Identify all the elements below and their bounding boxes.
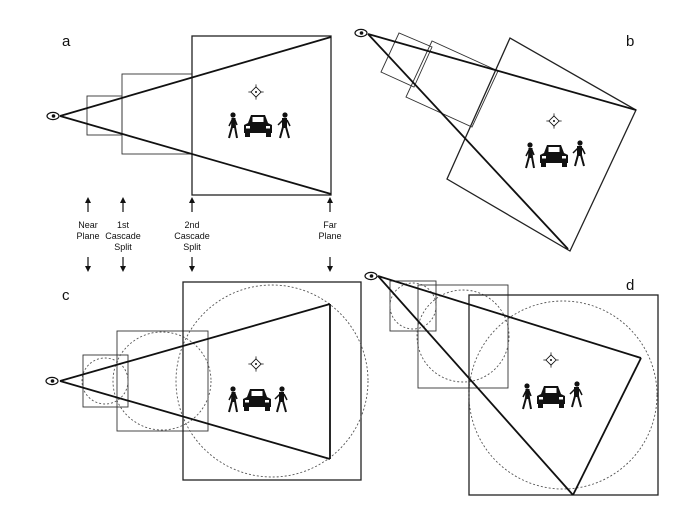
cascade-split-2-label: 2nd Cascade Split — [174, 196, 210, 273]
bounding-sphere-2 — [112, 331, 212, 431]
far-plane-label: Far Plane — [318, 196, 342, 273]
compass-icon — [247, 355, 265, 373]
panel-label-d: d — [626, 277, 634, 294]
svg-text:Split: Split — [114, 242, 132, 252]
person-icon — [274, 385, 288, 413]
near-plane-label: Near Plane — [76, 196, 100, 273]
frustum-top-edge — [377, 275, 642, 359]
cascade-box-3 — [191, 35, 332, 196]
bounding-sphere-3 — [175, 284, 369, 478]
compass-icon — [545, 112, 563, 130]
bounding-sphere-2 — [416, 289, 510, 383]
far-plane-edge — [572, 357, 642, 496]
cascade-box-2 — [121, 73, 193, 155]
panel-label-b: b — [626, 33, 634, 50]
svg-text:Far: Far — [323, 220, 337, 230]
frustum-top-edge — [59, 303, 331, 382]
eye-icon — [364, 271, 378, 281]
svg-text:Cascade: Cascade — [174, 231, 210, 241]
cascade-box-2 — [417, 284, 509, 389]
cascade-box-2 — [405, 40, 499, 128]
person-icon — [525, 141, 535, 169]
car-icon — [537, 386, 565, 408]
cascade-box-1 — [389, 280, 437, 332]
panel-label-c: c — [62, 287, 70, 304]
svg-text:Split: Split — [183, 242, 201, 252]
frustum-top-edge — [59, 36, 332, 117]
svg-text:1st: 1st — [117, 220, 130, 230]
panel-b: b — [354, 28, 637, 252]
panel-d: d — [364, 271, 659, 496]
person-icon — [522, 382, 532, 410]
eye-icon — [45, 376, 59, 386]
cascade-box-1 — [380, 32, 433, 88]
person-icon — [228, 385, 238, 413]
cascade-split-1-label: 1st Cascade Split — [105, 196, 141, 273]
cascade-box-2 — [116, 330, 209, 432]
car-icon — [243, 389, 271, 411]
frustum-bottom-edge — [59, 380, 331, 460]
bounding-sphere-3 — [468, 300, 658, 490]
frustum-bottom-edge — [377, 275, 574, 496]
frustum-top-edge — [367, 33, 637, 111]
panel-label-a: a — [62, 33, 71, 50]
eye-icon — [46, 111, 60, 121]
bounding-sphere-1 — [389, 282, 437, 330]
eye-icon — [354, 28, 368, 38]
frustum-bottom-edge — [367, 33, 569, 250]
panel-c: c — [45, 281, 369, 481]
panel-a: a — [46, 33, 332, 196]
svg-text:Cascade: Cascade — [105, 231, 141, 241]
compass-icon — [247, 83, 265, 101]
cascade-box-3 — [446, 37, 637, 252]
svg-text:Near: Near — [78, 220, 98, 230]
svg-text:2nd: 2nd — [184, 220, 199, 230]
cascade-box-3 — [182, 281, 362, 481]
person-icon — [228, 111, 238, 139]
frustum-bottom-edge — [59, 115, 332, 195]
person-icon — [572, 139, 586, 167]
person-icon — [277, 111, 291, 139]
person-icon — [569, 380, 583, 408]
cascade-box-3 — [468, 294, 659, 496]
svg-text:Plane: Plane — [318, 231, 341, 241]
car-icon — [244, 115, 272, 137]
car-icon — [540, 145, 568, 167]
bounding-sphere-1 — [81, 357, 129, 405]
svg-text:Plane: Plane — [76, 231, 99, 241]
compass-icon — [542, 351, 560, 369]
annotations: Near Plane 1st Cascade Split 2nd Cascade… — [76, 196, 342, 273]
